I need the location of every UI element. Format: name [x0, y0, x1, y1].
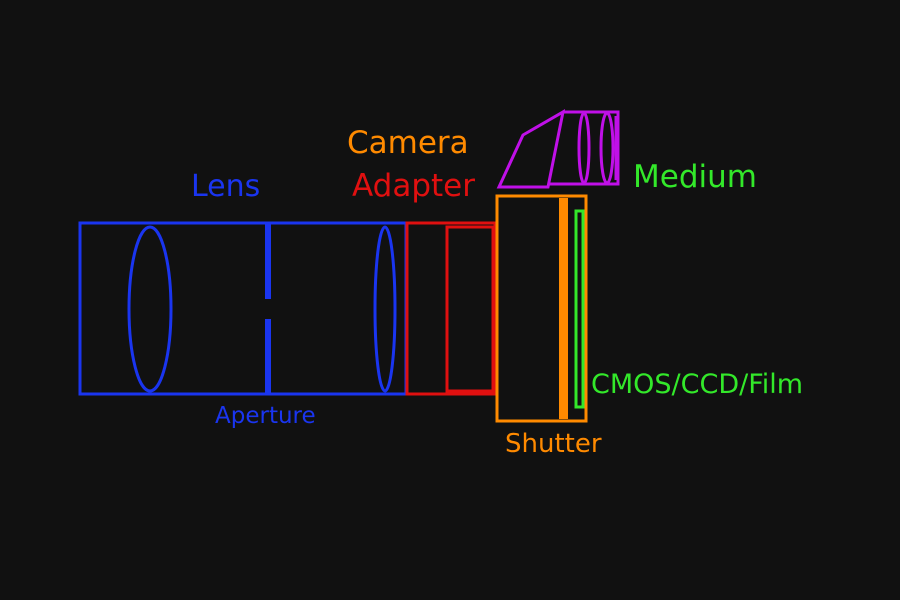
adapter-group — [405, 221, 497, 396]
camera-body-group — [495, 194, 588, 423]
eyepiece-lens-2 — [599, 111, 615, 185]
adapter-inner — [445, 225, 495, 393]
lens-front-element — [127, 225, 173, 393]
camera-body — [495, 194, 588, 423]
viewfinder-eyepiece — [548, 110, 620, 186]
adapter-outer — [405, 221, 497, 396]
aperture-label: Aperture — [215, 403, 316, 429]
shutter-label: Shutter — [505, 429, 602, 459]
medium-label: Medium — [633, 159, 757, 195]
sensor-label: CMOS/CCD/Film — [591, 369, 804, 400]
adapter-label: Adapter — [352, 168, 475, 204]
shutter-curtain — [559, 198, 568, 419]
viewfinder-group — [496, 109, 620, 189]
sensor-plane — [574, 209, 585, 409]
camera-label: Camera — [347, 125, 469, 161]
lens-group — [78, 221, 408, 396]
lens-rear-element — [373, 225, 397, 393]
eyepiece-lens-1 — [577, 111, 591, 185]
lens-label: Lens — [191, 169, 261, 204]
viewfinder-prism — [496, 109, 566, 189]
